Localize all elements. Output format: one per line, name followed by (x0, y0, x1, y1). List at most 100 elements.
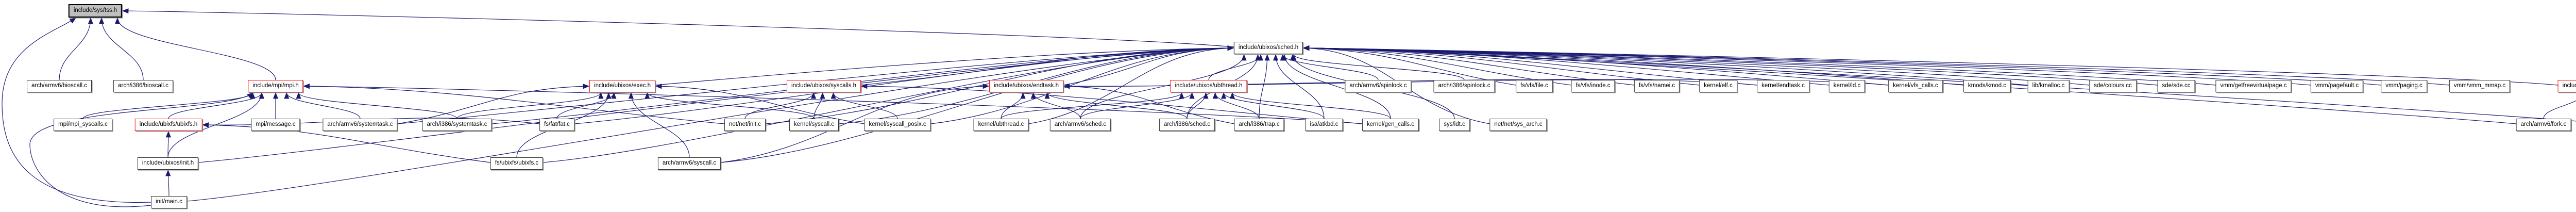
include-edge (655, 84, 865, 124)
graph-node-fork[interactable]: include/ubixos/fork.h (2557, 80, 2576, 92)
graph-node-ubth[interactable]: include/ubixos/ubthread.h (1170, 80, 1247, 92)
graph-node-gfvp[interactable]: vmm/getfreevirtualpage.c (2215, 80, 2292, 92)
include-edge (59, 17, 93, 80)
include-edge (814, 92, 825, 119)
include-edge (168, 92, 264, 119)
include-edge (1044, 92, 1188, 119)
graph-node-afork[interactable]: arch/armv6/fork.c (2516, 119, 2571, 131)
include-edge (860, 45, 1234, 86)
include-edge (1229, 92, 1391, 119)
graph-node-ab[interactable]: arch/armv6/bioscall.c (26, 80, 92, 92)
graph-node-sde[interactable]: sde/sde.cc (2157, 80, 2195, 92)
graph-node-col[interactable]: sde/colours.cc (2089, 80, 2137, 92)
include-edge (556, 92, 617, 119)
graph-node-mpi[interactable]: include/mpi/mpi.h (248, 80, 303, 92)
include-edge (1028, 45, 1234, 124)
graph-node-ispin[interactable]: arch/i386/spinlock.c (1433, 80, 1495, 92)
graph-node-aspin[interactable]: arch/armv6/spinlock.c (1345, 80, 1412, 92)
graph-node-ld[interactable]: kernel/ld.c (1828, 80, 1866, 92)
graph-node-sched[interactable]: include/ubixos/sched.h (1233, 42, 1303, 54)
include-edge (1080, 92, 1195, 119)
include-edge (1259, 54, 1270, 119)
graph-node-mainc[interactable]: init/main.c (151, 196, 187, 208)
include-edge (82, 92, 256, 119)
include-edge (930, 45, 1234, 124)
graph-node-endt[interactable]: include/ubixos/endtask.h (989, 80, 1063, 92)
include-edge (2543, 100, 2576, 119)
include-edge (303, 84, 725, 124)
include-edge (99, 17, 144, 80)
graph-node-isch[interactable]: arch/i386/sched.c (1159, 119, 1215, 131)
include-edge (122, 8, 1234, 47)
include-edge (655, 45, 1234, 86)
graph-node-kmall[interactable]: lib/kmalloc.c (2027, 80, 2070, 92)
graph-node-idt[interactable]: sys/idt.c (1439, 119, 1470, 131)
include-edge (1063, 84, 1234, 124)
graph-node-asys[interactable]: arch/armv6/systemtask.c (323, 119, 398, 131)
graph-node-tss[interactable]: include/sys/tss.h (68, 4, 123, 18)
graph-node-trap[interactable]: arch/i386/trap.c (1234, 119, 1284, 131)
graph-node-ubixfsh[interactable]: include/ubixfs/ubixfs.h (134, 119, 202, 131)
include-edge (831, 92, 898, 119)
graph-node-ninit[interactable]: net/net/init.c (724, 119, 766, 131)
graph-node-isys[interactable]: arch/i386/systemtask.c (422, 119, 492, 131)
graph-node-kmod[interactable]: kmods/kmod.c (1963, 80, 2011, 92)
include-edge (1001, 92, 1184, 119)
graph-node-sysc[interactable]: include/ubixos/syscalls.h (787, 80, 861, 92)
include-edge (1302, 45, 1571, 86)
include-edge (1302, 45, 1516, 86)
include-edge (187, 45, 1234, 202)
graph-node-kscp[interactable]: kernel/syscall_posix.c (864, 119, 931, 131)
graph-node-exec[interactable]: include/ubixos/exec.h (589, 80, 655, 92)
include-edge (720, 45, 1234, 163)
include-edge (1281, 54, 1391, 119)
include-edge (628, 92, 690, 158)
include-edge (720, 84, 990, 163)
graph-node-pf[interactable]: vmm/pagefault.c (2310, 80, 2364, 92)
graph-node-atkbd[interactable]: isa/atkbd.c (1305, 119, 1343, 131)
include-edge (1187, 92, 1209, 119)
include-edge (29, 92, 254, 207)
include-edge (2, 18, 151, 203)
graph-node-file[interactable]: fs/vfs/file.c (1516, 80, 1553, 92)
include-edge (1221, 92, 1325, 119)
graph-node-genc[interactable]: kernel/gen_calls.c (1362, 119, 1419, 131)
include-edge (296, 92, 457, 119)
graph-node-msg[interactable]: mpi/message.c (251, 119, 300, 131)
graph-node-fat[interactable]: fs/fat/fat.c (539, 119, 574, 131)
include-edge (1080, 54, 1247, 119)
include-edge (456, 92, 604, 119)
graph-node-ib[interactable]: arch/i386/bioscall.c (113, 80, 173, 92)
graph-node-kendt[interactable]: kernel/endtask.c (1757, 80, 1809, 92)
graph-node-asysc[interactable]: arch/armv6/syscall.c (657, 157, 721, 170)
include-edge (284, 92, 361, 119)
include-edge (1302, 45, 2576, 122)
include-edge (198, 45, 1234, 163)
include-edge (165, 169, 171, 197)
include-edge (1302, 45, 2450, 86)
include-edge (645, 92, 815, 119)
graph-node-inode[interactable]: fs/vfs/inode.c (1571, 80, 1615, 92)
graph-node-mmap[interactable]: vmm/vmm_mmap.c (2449, 80, 2511, 92)
graph-node-pag[interactable]: vmm/paging.c (2381, 80, 2427, 92)
graph-node-elf[interactable]: kernel/elf.c (1699, 80, 1737, 92)
graph-node-mpis[interactable]: mpi/mpi_syscalls.c (54, 119, 112, 131)
include-edge (574, 45, 1234, 124)
graph-node-ksc[interactable]: kernel/syscall.c (789, 119, 839, 131)
graph-node-inith[interactable]: include/ubixos/init.h (137, 157, 199, 170)
graph-node-namei[interactable]: fs/vfs/namei.c (1634, 80, 1680, 92)
include-edge (1273, 54, 1325, 119)
include-edge (397, 84, 590, 124)
include-edge (744, 92, 817, 119)
graph-node-sysarch[interactable]: net/net/sys_arch.c (1489, 119, 1547, 131)
include-edge (1212, 92, 1260, 119)
graph-node-kubt[interactable]: kernel/ubthread.c (973, 119, 1029, 131)
graph-node-vfsc[interactable]: kernel/vfs_calls.c (1888, 80, 1943, 92)
include-edge (115, 17, 276, 80)
include-edge (492, 45, 1234, 124)
graph-node-asch[interactable]: arch/armv6/sched.c (1049, 119, 1111, 131)
include-edge (1001, 92, 1026, 119)
graph-node-ubixfsc[interactable]: fs/ubixfs/ubixfs.c (490, 157, 544, 170)
